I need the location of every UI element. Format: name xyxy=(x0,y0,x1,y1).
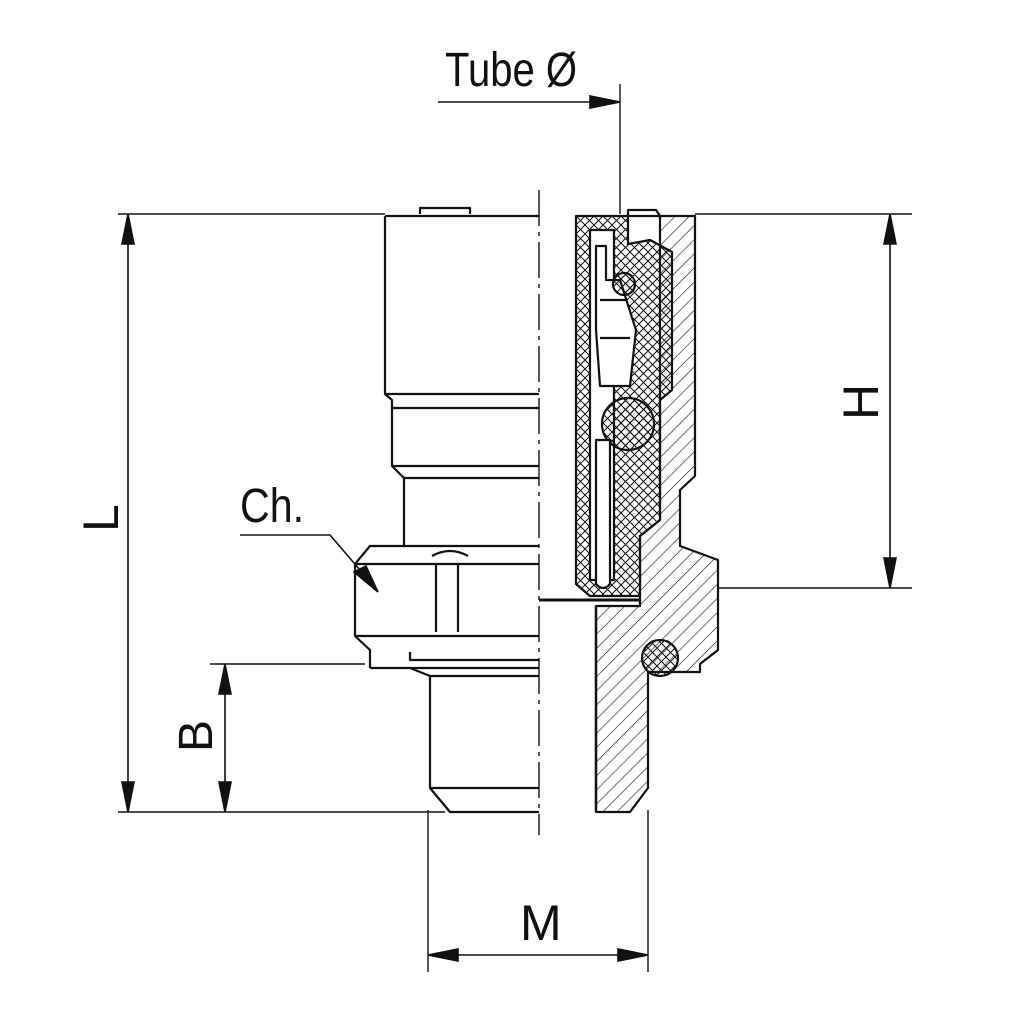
tube-diameter-label: Tube Ø xyxy=(445,44,577,97)
exterior-view xyxy=(353,206,539,814)
section-view xyxy=(539,208,720,814)
chamfer-leader xyxy=(240,534,373,585)
dimension-lines xyxy=(121,95,897,962)
extension-lines xyxy=(118,84,912,972)
m-label: M xyxy=(520,895,562,951)
chamfer-label: Ch. xyxy=(240,480,304,533)
h-label: H xyxy=(833,384,889,420)
b-label: B xyxy=(170,720,223,752)
l-label: L xyxy=(73,504,129,532)
